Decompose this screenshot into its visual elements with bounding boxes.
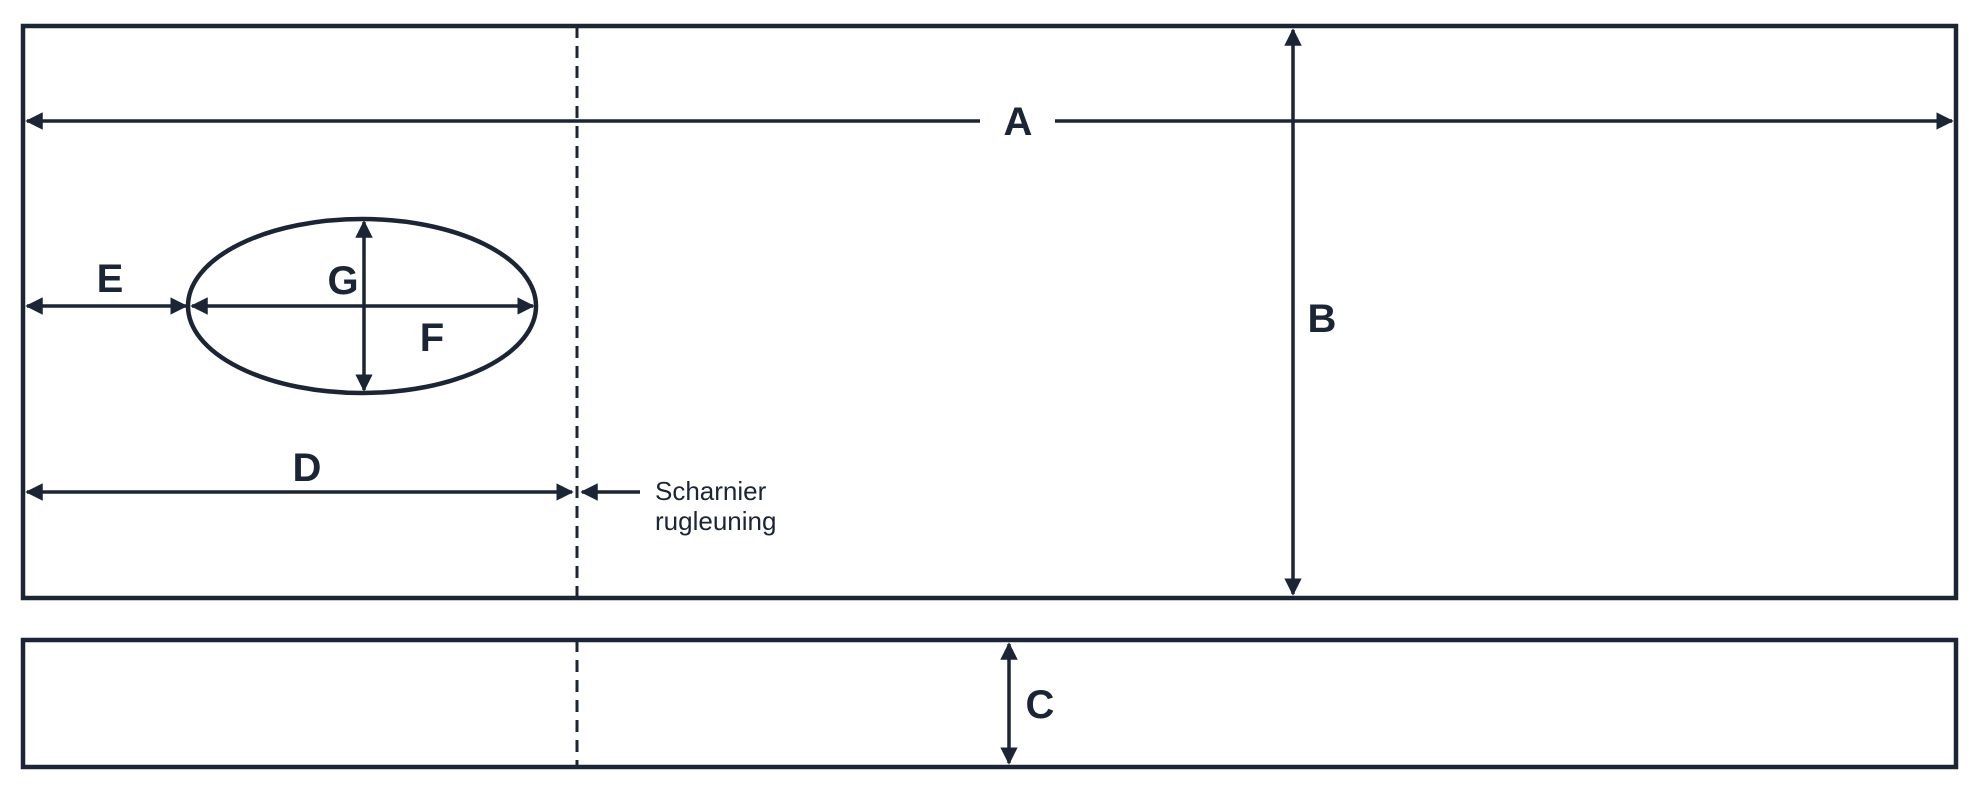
dimension-e-label: E [97, 257, 124, 301]
oval-cutout [185, 216, 539, 396]
dimension-b-label: B [1308, 297, 1337, 341]
dimension-c-label: C [1026, 683, 1055, 727]
thickness-panel-outline [20, 637, 1959, 770]
hinge-note-line2: rugleuning [655, 506, 776, 536]
hinge-note-line1: Scharnier [655, 476, 767, 506]
main-panel-outline [20, 23, 1959, 601]
dimension-d-label: D [293, 446, 322, 490]
dimension-a-label: A [1004, 100, 1033, 144]
dimension-f-label: F [420, 316, 444, 360]
dimension-g-label: G [327, 259, 358, 303]
